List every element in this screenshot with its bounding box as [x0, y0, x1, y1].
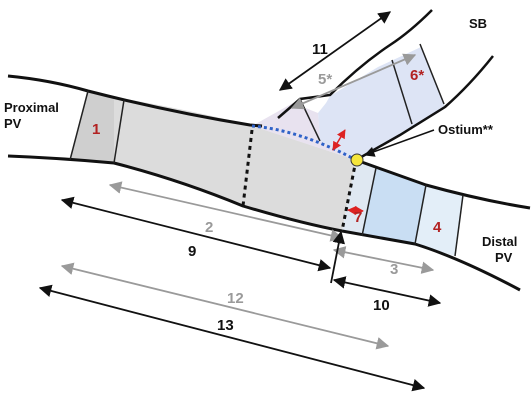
- sb-lower-wall: [355, 55, 494, 162]
- segment-10-label: 10: [373, 297, 390, 314]
- divider-proximal-start: [69, 90, 89, 161]
- distal-pv-label-line1: Distal: [482, 234, 517, 249]
- segment-11-label: 11: [312, 41, 328, 58]
- divider-sb-6-end: [419, 43, 445, 105]
- segment-4-label: 4: [433, 219, 442, 236]
- pv-upper-wall: [7, 74, 263, 128]
- divider-proximal-end: [113, 99, 125, 164]
- distal-pv-label-line2: PV: [495, 250, 513, 265]
- ostium-label: Ostium**: [438, 122, 494, 137]
- ostium-dot: [350, 153, 364, 167]
- divider-distal-pv: [454, 194, 464, 257]
- carina-dotted-line: [251, 124, 357, 162]
- ostium-pointer-arrow: [364, 129, 435, 157]
- pv-upper-wall-distal: [355, 158, 531, 210]
- segment-12-label: 12: [227, 290, 244, 307]
- proximal-pv-label-line1: Proximal: [4, 100, 59, 115]
- pv-lower-wall-distal: [341, 229, 521, 292]
- segment-13-label: 13: [217, 317, 234, 334]
- proximal-segment-fill: [70, 91, 114, 163]
- sb-ostial-diameter-arrow: [332, 129, 346, 151]
- distal-ostial-diameter-arrow: [347, 205, 364, 216]
- distal-segment4-fill: [362, 168, 426, 244]
- segment-7-label: 7: [354, 209, 362, 226]
- arrow-9: [60, 196, 332, 272]
- ostium-vertical-arrow: [330, 230, 346, 284]
- arrow-3: [332, 246, 435, 274]
- segment-2-label: 2: [205, 219, 213, 236]
- segment-5-label: 5*: [318, 71, 332, 88]
- sb-label: SB: [469, 16, 487, 31]
- arrow-13: [38, 284, 426, 392]
- segment-6-label: 6*: [410, 67, 424, 84]
- segment-9-label: 9: [188, 243, 196, 260]
- arrow-5: [290, 53, 417, 110]
- proximal-pv-label-line2: PV: [4, 116, 22, 131]
- divider-distal-7-4: [361, 167, 377, 237]
- divider-distal-4-end: [414, 184, 427, 245]
- distal-segment7-fill: [342, 160, 376, 236]
- distal-pv-fill: [415, 185, 463, 256]
- segment-3-label: 3: [390, 261, 398, 278]
- segment-1-label: 1: [92, 121, 100, 138]
